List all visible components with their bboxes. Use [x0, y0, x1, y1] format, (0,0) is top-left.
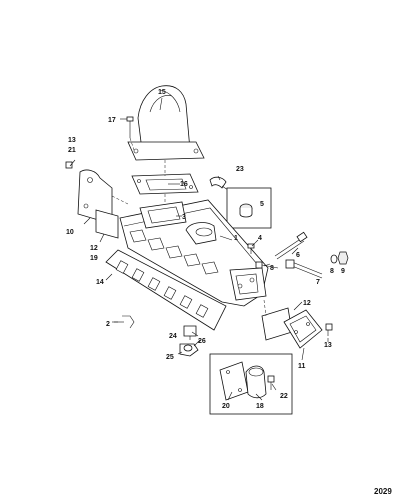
washer-8	[330, 254, 338, 264]
screw-13-left	[65, 161, 73, 169]
callout-1: 1	[234, 235, 238, 242]
callout-8-right: 8	[330, 268, 334, 275]
callout-10: 10	[66, 229, 74, 236]
callout-13-right: 13	[324, 342, 332, 349]
callout-5: 5	[260, 201, 264, 208]
callout-4: 4	[258, 235, 262, 242]
callout-12-right: 12	[303, 300, 311, 307]
callout-13: 13	[68, 137, 76, 144]
gasket-12-left	[95, 209, 119, 239]
callout-8-left: 8	[270, 265, 274, 272]
stud-6	[274, 231, 308, 260]
cover-plate-10	[77, 169, 113, 225]
callout-25: 25	[166, 354, 174, 361]
callout-9: 9	[341, 268, 345, 275]
callout-23: 23	[236, 166, 244, 173]
screw-13-right	[325, 323, 333, 336]
callout-19: 19	[90, 255, 98, 262]
inset-box-riser	[209, 353, 293, 415]
callout-12-left: 12	[90, 245, 98, 252]
inset-box-5	[226, 187, 272, 229]
elbow-gasket	[131, 173, 199, 195]
leader-lines	[69, 97, 329, 401]
callout-22: 22	[280, 393, 288, 400]
callout-3: 3	[182, 214, 186, 221]
callout-26: 26	[198, 338, 206, 345]
callout-20: 20	[222, 403, 230, 410]
manifold-gasket	[105, 249, 227, 331]
callout-18: 18	[256, 403, 264, 410]
callout-6: 6	[296, 252, 300, 259]
callout-15: 15	[158, 89, 166, 96]
callout-11: 11	[298, 363, 306, 370]
bolt-4	[247, 243, 255, 254]
callout-7: 7	[316, 279, 320, 286]
callout-2: 2	[106, 321, 110, 328]
exhaust-manifold	[119, 199, 269, 307]
fitting-24	[183, 325, 197, 340]
stud-7	[285, 259, 323, 279]
callout-17: 17	[108, 117, 116, 124]
callout-14: 14	[96, 279, 104, 286]
callout-21: 21	[68, 147, 76, 154]
end-plate-11	[283, 309, 323, 349]
clamp-23	[209, 176, 229, 191]
figure-id: 2029	[374, 487, 392, 496]
fitting-25-26	[179, 343, 199, 357]
callout-16: 16	[180, 181, 188, 188]
nut-9	[337, 251, 349, 265]
exhaust-elbow	[127, 85, 205, 161]
callout-24: 24	[169, 333, 177, 340]
